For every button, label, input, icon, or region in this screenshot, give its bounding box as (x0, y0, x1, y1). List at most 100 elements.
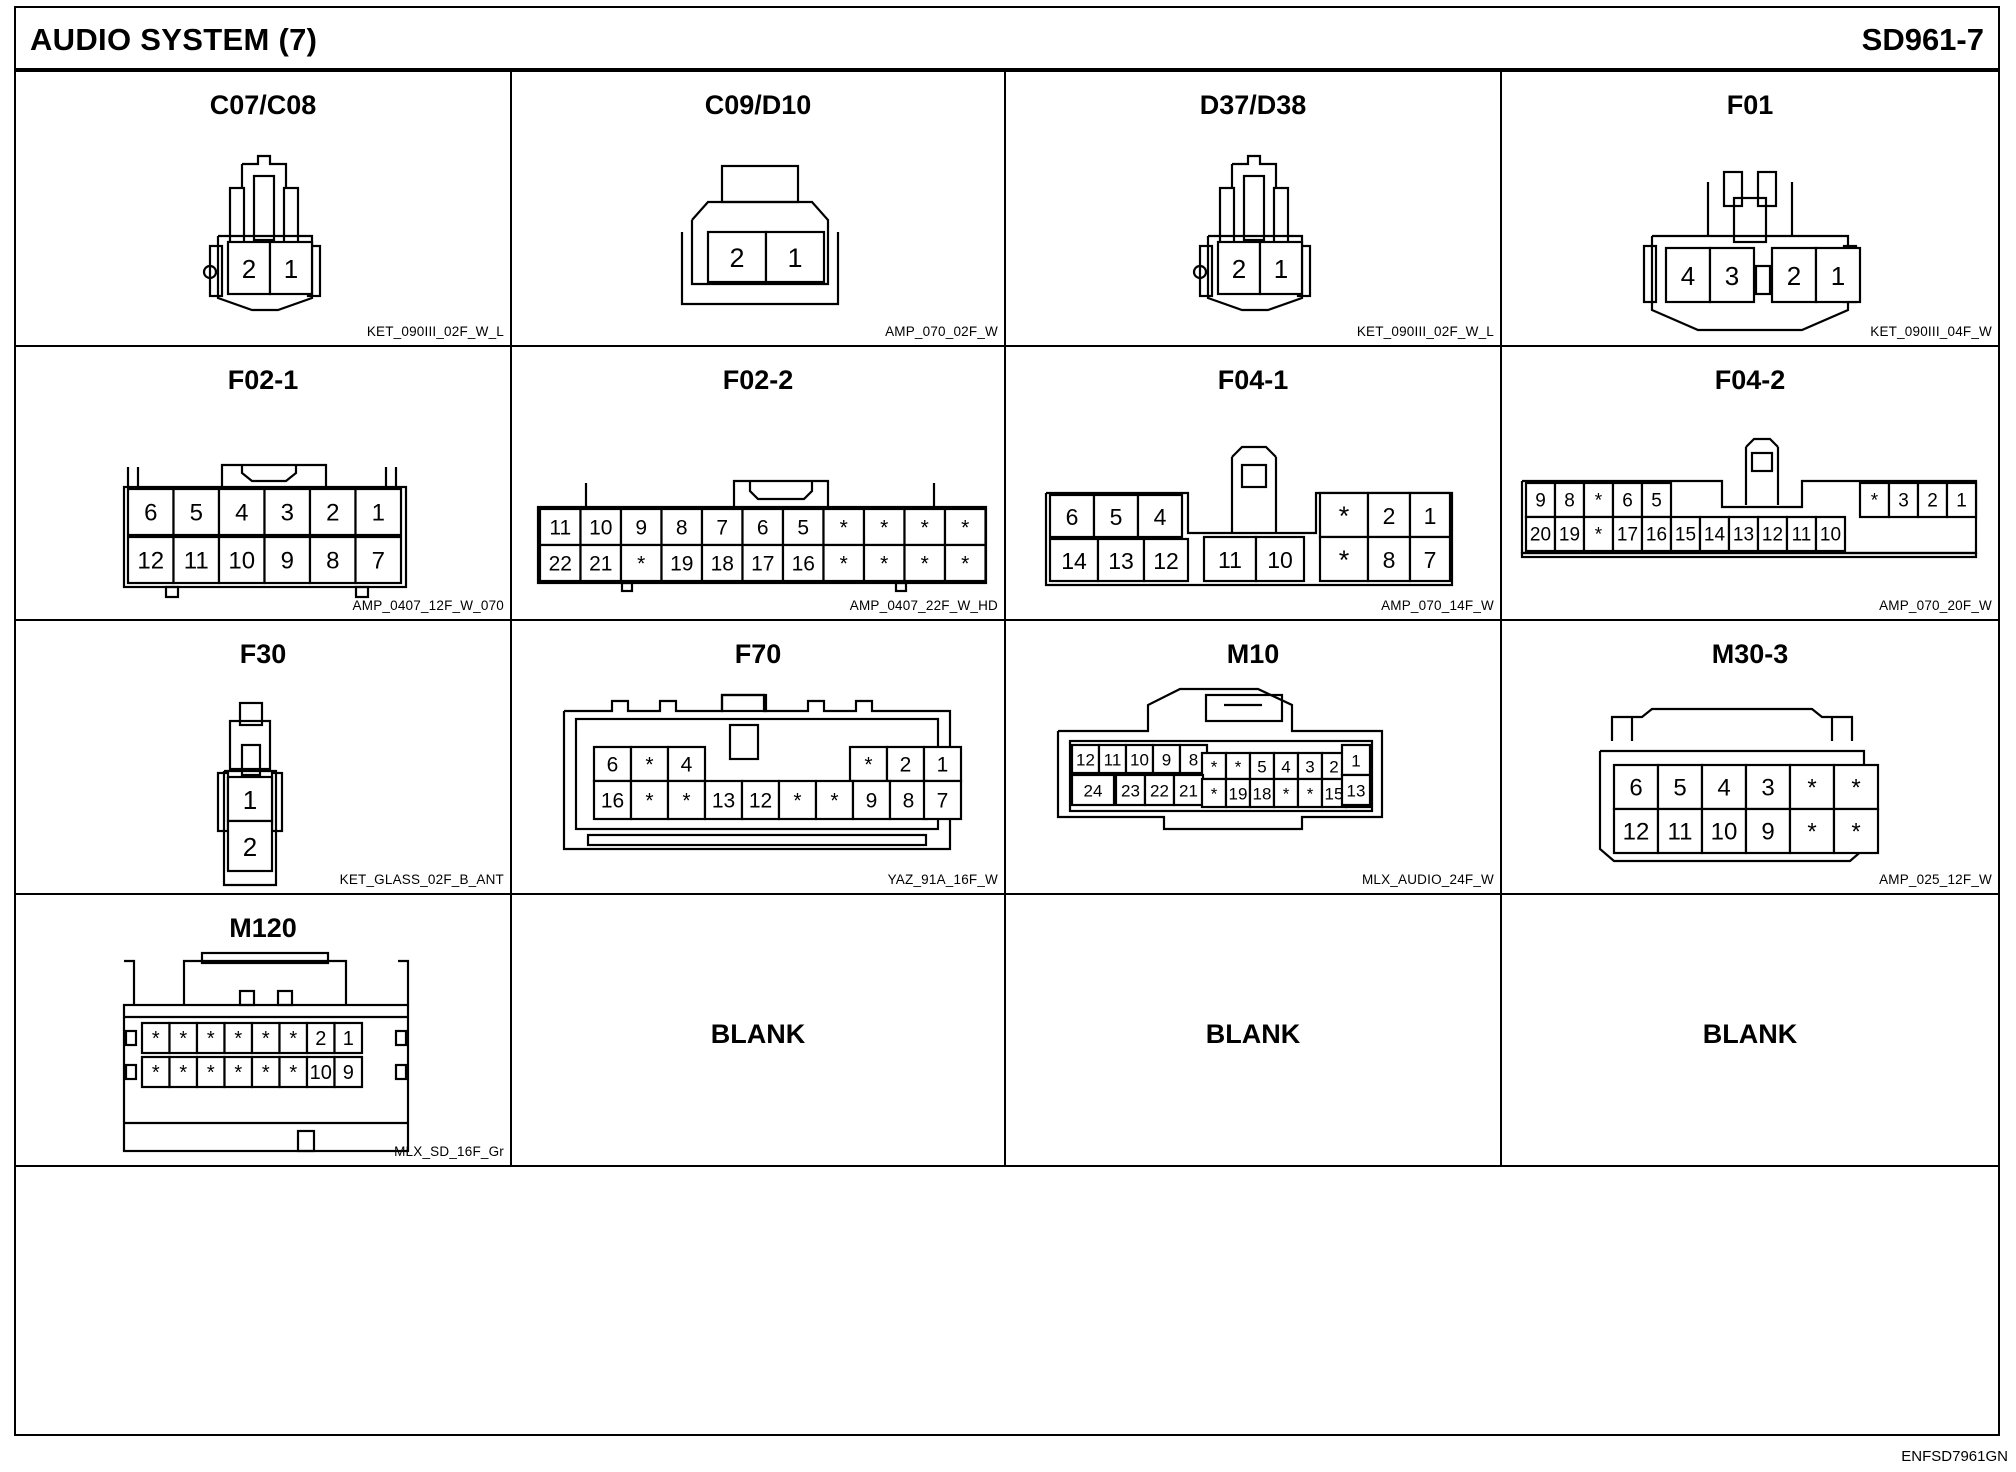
pin-label: * (1807, 819, 1816, 846)
pin-cell: 10 (1124, 743, 1155, 775)
pin-box (1832, 807, 1880, 855)
pin-box (1114, 773, 1147, 807)
pin-box (1296, 777, 1324, 809)
pin-label: 12 (137, 548, 164, 575)
pin-cell: 14 (1698, 515, 1731, 553)
pin-box (814, 779, 855, 821)
page-title: AUDIO SYSTEM (7) (30, 22, 318, 57)
pin-box (1611, 481, 1644, 519)
pin-cell: 7 (700, 507, 744, 547)
pin-label: * (1871, 491, 1879, 512)
pin-label: * (207, 1062, 215, 1084)
pin-label: 2 (1927, 491, 1938, 512)
pin-cell: 1 (1945, 481, 1978, 519)
pin-label: * (880, 553, 888, 576)
pin-label: 10 (1711, 819, 1738, 846)
pin-label: 13 (1733, 525, 1754, 546)
connector-part-number: AMP_0407_12F_W_070 (352, 598, 504, 613)
connector-name: C07/C08 (209, 90, 317, 120)
pin-label: * (152, 1028, 160, 1050)
pin-label: * (1283, 785, 1290, 804)
document-id: ENFSD7961GN (1901, 1448, 2008, 1465)
latch-top (1232, 154, 1278, 188)
pin-label: 1 (937, 754, 949, 777)
pin-box (1770, 246, 1818, 304)
pin-cell: 12 (1142, 537, 1190, 583)
pin-label: 1 (284, 254, 298, 284)
pin-cell: 22 (538, 543, 582, 583)
top-cap (720, 693, 768, 713)
pin-cell: 4 (1136, 493, 1184, 539)
latch-arm (252, 174, 276, 242)
pin-cell: 1 (1814, 246, 1862, 304)
pin-cell: 2 (706, 230, 768, 284)
key-slot (394, 1063, 408, 1081)
pin-label: * (289, 1062, 297, 1084)
pin-label: 18 (711, 553, 734, 576)
pin-cell: 3 (263, 487, 312, 537)
latch-top (220, 463, 328, 487)
pin-label: 5 (1257, 758, 1266, 777)
blank-cell: BLANK (512, 895, 1006, 1167)
pin-label: 2 (315, 1028, 326, 1050)
pin-box (1096, 537, 1146, 583)
pin-box (1254, 535, 1306, 583)
pin-label: 5 (190, 500, 203, 527)
pin-cell: 5 (1640, 481, 1673, 519)
pin-box (660, 507, 704, 547)
pin-label: * (262, 1028, 270, 1050)
foot (894, 581, 908, 593)
base-rail (680, 232, 840, 306)
blank-cell: BLANK (1502, 895, 1998, 1167)
pin-box (764, 230, 826, 284)
pin-label: 12 (1076, 751, 1095, 770)
pin-label: 1 (243, 785, 257, 815)
pin-label: 23 (1121, 782, 1140, 801)
pin-label: 19 (670, 553, 693, 576)
pin-label: 9 (1535, 491, 1546, 512)
pin-cell: 4 (666, 745, 707, 783)
pin-cell: 1 (226, 775, 274, 823)
blank-cell: BLANK (1006, 895, 1502, 1167)
connector-part-number: AMP_0407_22F_W_HD (849, 598, 998, 613)
pin-box (1097, 743, 1128, 775)
pin-cell: 11 (1202, 535, 1258, 583)
latch-hole (1192, 264, 1208, 280)
pin-cell: 16 (592, 779, 633, 821)
connector-part-number: AMP_070_14F_W (1381, 598, 1494, 613)
pin-cell: 9 (1744, 807, 1792, 855)
pin-box (943, 507, 987, 547)
pin-cell: 12 (1070, 743, 1101, 775)
pin-cell: 1 (1340, 743, 1372, 777)
pin-label: 6 (1066, 504, 1079, 530)
pin-label: 9 (1761, 819, 1774, 846)
pin-box (943, 543, 987, 583)
top-cap (200, 951, 330, 965)
pin-cell: 2 (226, 819, 274, 873)
pin-label: 8 (326, 548, 339, 575)
pin-box (922, 779, 963, 821)
pin-cell: 19 (1224, 777, 1252, 809)
pin-label: 14 (1704, 525, 1726, 546)
latch-top (1745, 437, 1779, 448)
pin-label: 4 (1154, 504, 1167, 530)
connector-name: F01 (1726, 90, 1774, 120)
pin-label: 10 (589, 517, 612, 540)
connector-cell: M1012111098**5432124232221*1918**151413M… (1006, 621, 1502, 895)
connector-name: D37/D38 (1199, 90, 1307, 120)
pin-label: * (793, 790, 801, 813)
pin-label: * (840, 517, 848, 540)
pin-cell: 2 (226, 240, 272, 296)
housing (1650, 234, 1850, 332)
pin-cell: 10 (305, 1055, 336, 1089)
pin-label: * (961, 517, 969, 540)
pin-cell: * (1582, 481, 1615, 519)
pin-label: 11 (184, 548, 209, 575)
pin-label: * (840, 553, 848, 576)
pin-cell: * (1200, 751, 1228, 781)
pin-label: 10 (310, 1062, 332, 1084)
pin-label: 1 (343, 1028, 354, 1050)
top-cap (720, 164, 800, 204)
pin-cell: 10 (1700, 807, 1748, 855)
